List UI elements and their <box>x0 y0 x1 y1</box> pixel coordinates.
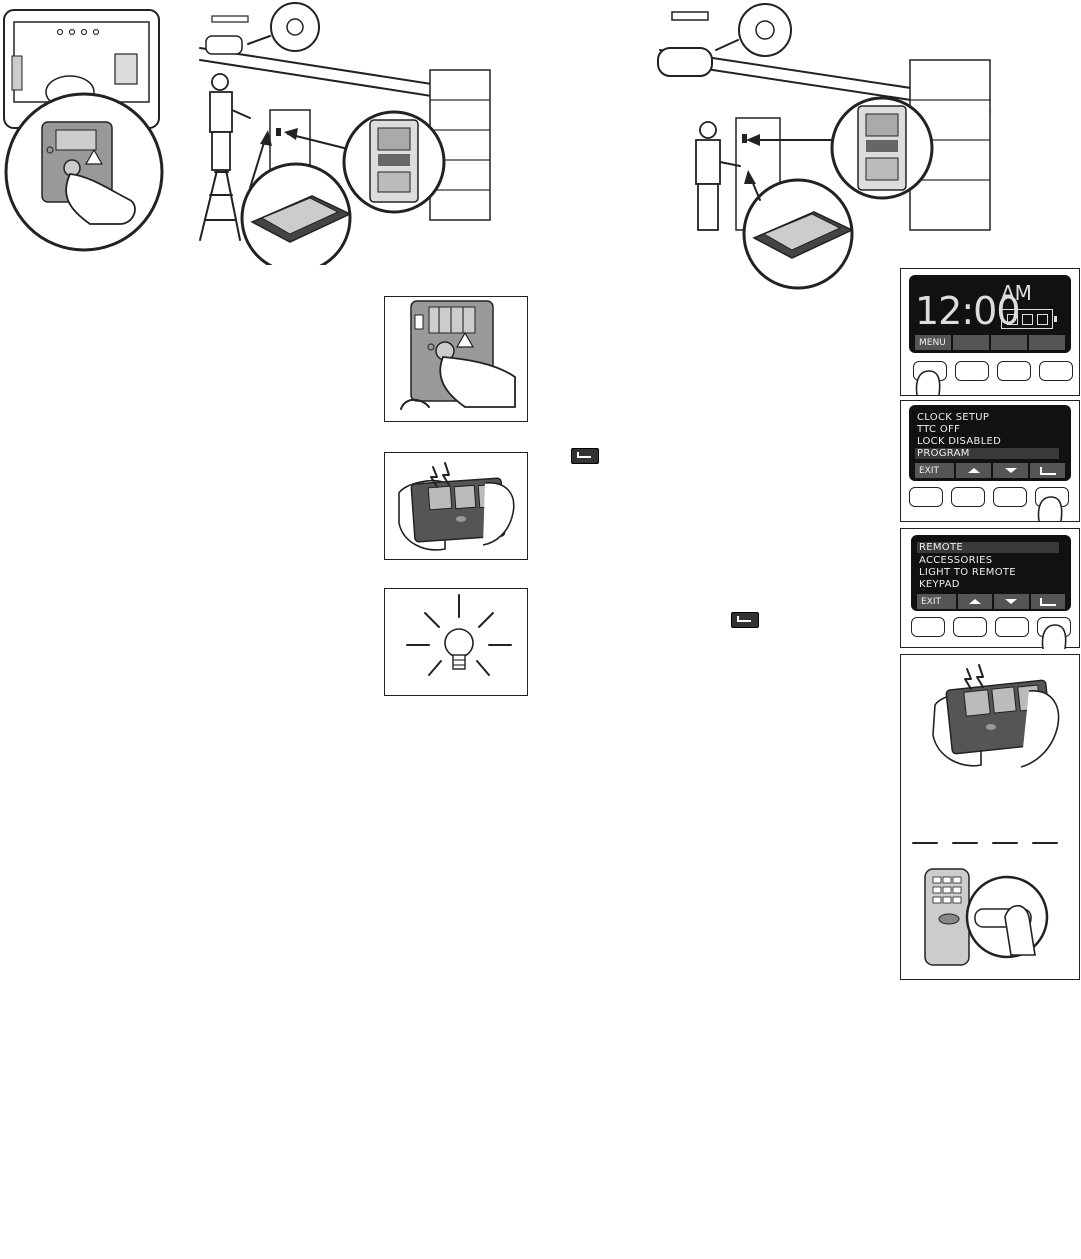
menu-item-light-to-remote: LIGHT TO REMOTE <box>919 567 1016 578</box>
soft-key-bar: EXIT <box>915 463 1065 478</box>
lcd-panel-program-menu: REMOTE ACCESSORIES LIGHT TO REMOTE KEYPA… <box>900 528 1080 649</box>
hardware-button-3[interactable] <box>993 487 1027 507</box>
hardware-button-2[interactable] <box>955 361 989 381</box>
enter-icon <box>571 448 599 464</box>
enter-icon <box>1030 463 1065 478</box>
step-panel-press-remote <box>384 452 528 560</box>
clock-ampm: AM <box>1001 281 1032 305</box>
lcd-screen: REMOTE ACCESSORIES LIGHT TO REMOTE KEYPA… <box>911 535 1071 611</box>
illustration-ladder-learn-button <box>0 0 560 265</box>
exit-soft-key: EXIT <box>915 463 954 478</box>
menu-item-lock: LOCK DISABLED <box>917 436 1002 447</box>
menu-item-accessories: ACCESSORIES <box>919 555 993 566</box>
menu-item-keypad: KEYPAD <box>919 579 960 590</box>
finger-icon <box>915 370 941 396</box>
lcd-panel-main-menu: CLOCK SETUP TTC OFF LOCK DISABLED PROGRA… <box>900 400 1080 522</box>
menu-item-program: PROGRAM <box>915 448 1059 459</box>
menu-item-clock-setup: CLOCK SETUP <box>917 412 990 423</box>
clock-time: 12:00 <box>915 289 1021 333</box>
soft-key-label: MENU <box>915 335 951 350</box>
menu-item-ttc: TTC OFF <box>917 424 961 435</box>
lcd-screen: CLOCK SETUP TTC OFF LOCK DISABLED PROGRA… <box>909 405 1071 481</box>
soft-key-label <box>991 335 1027 350</box>
hardware-button-2[interactable] <box>951 487 985 507</box>
menu-item-remote: REMOTE <box>917 542 1059 553</box>
soft-key-bar: EXIT <box>917 594 1065 609</box>
illustration-program-from-door-control <box>640 0 1080 300</box>
step-panel-press-learn-button <box>384 296 528 422</box>
up-arrow-icon <box>957 594 992 609</box>
hardware-button-3[interactable] <box>997 361 1031 381</box>
down-arrow-icon <box>994 594 1029 609</box>
lcd-screen: 12:00 AM MENU <box>909 275 1071 353</box>
hardware-button-1[interactable] <box>911 617 945 637</box>
enter-icon <box>1030 594 1065 609</box>
down-arrow-icon <box>993 463 1028 478</box>
soft-key-label <box>953 335 989 350</box>
enter-icon <box>731 612 759 628</box>
hardware-button-1[interactable] <box>909 487 943 507</box>
exit-soft-key: EXIT <box>917 594 956 609</box>
soft-key-bar: MENU <box>915 335 1065 350</box>
hardware-button-3[interactable] <box>995 617 1029 637</box>
step-panel-remote-or-keypad <box>900 654 1080 980</box>
up-arrow-icon <box>956 463 991 478</box>
hardware-button-2[interactable] <box>953 617 987 637</box>
soft-key-label <box>1029 335 1065 350</box>
hardware-button-4[interactable] <box>1039 361 1073 381</box>
step-panel-light-blinks <box>384 588 528 696</box>
lcd-panel-clock: 12:00 AM MENU <box>900 268 1080 396</box>
battery-icon <box>1001 309 1057 329</box>
finger-icon <box>1037 496 1063 522</box>
finger-icon <box>1041 624 1067 649</box>
